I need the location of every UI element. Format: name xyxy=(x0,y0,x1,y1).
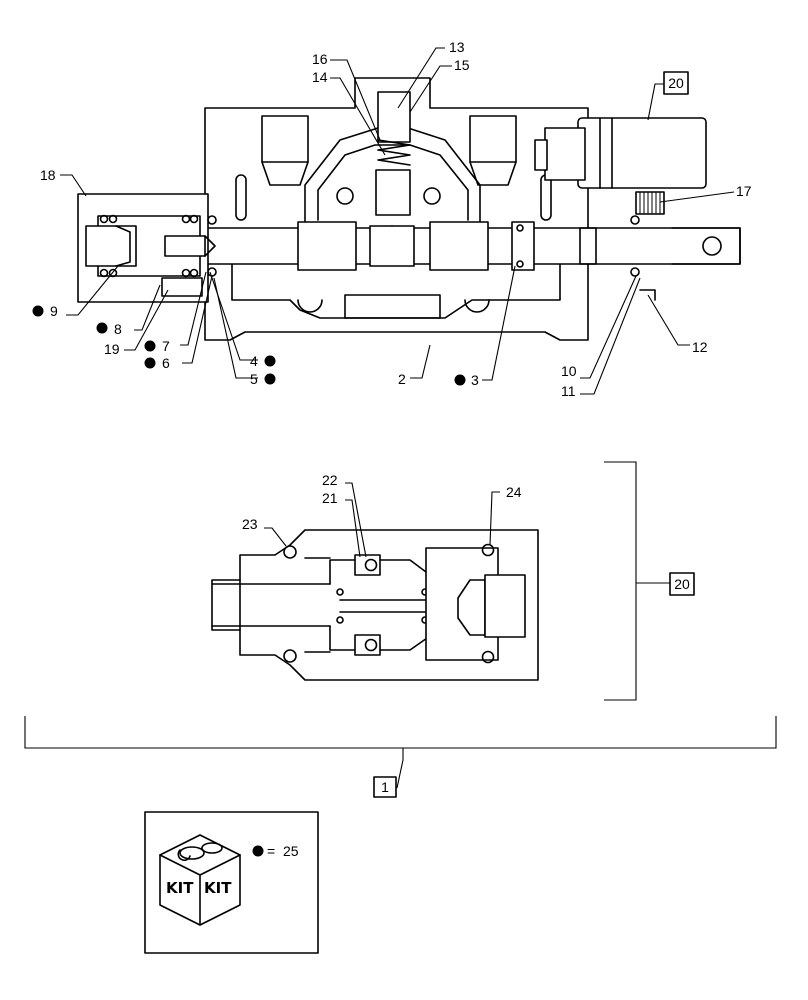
callout-11: 11 xyxy=(561,383,576,399)
callout-20: 20 xyxy=(668,75,684,91)
kit-dot-5 xyxy=(264,373,276,385)
kit-label-right: KIT xyxy=(204,879,232,897)
callout-7: 7 xyxy=(162,338,170,354)
callout-24: 24 xyxy=(506,484,522,500)
kit-bullet-icon xyxy=(252,845,264,857)
callout-3: 3 xyxy=(471,372,479,388)
kit-dot-8 xyxy=(96,322,108,334)
callout-6: 6 xyxy=(162,355,170,371)
kit-dot-7 xyxy=(144,340,156,352)
callout-20-box xyxy=(663,71,689,95)
callout-18: 18 xyxy=(40,167,56,183)
callout-1: 1 xyxy=(381,779,389,795)
callout-22: 22 xyxy=(322,472,338,488)
callout-15: 15 xyxy=(454,57,470,73)
callout-9: 9 xyxy=(50,303,58,319)
callout-12: 12 xyxy=(692,339,708,355)
callout-8: 8 xyxy=(114,321,122,337)
callout-10: 10 xyxy=(561,363,577,379)
callout-21: 21 xyxy=(322,490,338,506)
kit-dot-4 xyxy=(264,355,276,367)
top-leader-lines xyxy=(60,47,735,395)
callout-17: 17 xyxy=(736,183,752,199)
callout-2: 2 xyxy=(398,371,406,387)
detail-leader-lines xyxy=(24,461,777,789)
kit-equals-sign: = xyxy=(267,843,275,859)
kit-dot-6 xyxy=(144,357,156,369)
callout-labels: 16 14 13 15 18 17 20 9 8 19 7 6 4 5 2 3 … xyxy=(32,39,752,798)
callout-19: 19 xyxy=(104,341,120,357)
kit-number: 25 xyxy=(283,843,299,859)
callout-20b-box xyxy=(669,572,695,596)
callout-16: 16 xyxy=(312,51,328,67)
solenoid-detail-drawing xyxy=(211,529,539,681)
kit-label-left: KIT xyxy=(166,879,194,897)
valve-section-drawing xyxy=(77,77,741,341)
callout-14: 14 xyxy=(312,69,328,85)
callout-4: 4 xyxy=(250,353,258,369)
kit-legend: KIT KIT = 25 xyxy=(144,811,319,954)
callout-20b: 20 xyxy=(674,576,690,592)
kit-dot-9 xyxy=(32,305,44,317)
callout-23: 23 xyxy=(242,516,258,532)
callout-13: 13 xyxy=(449,39,465,55)
kit-dot-3 xyxy=(454,374,466,386)
callout-1-box xyxy=(373,776,397,798)
callout-5: 5 xyxy=(250,371,258,387)
